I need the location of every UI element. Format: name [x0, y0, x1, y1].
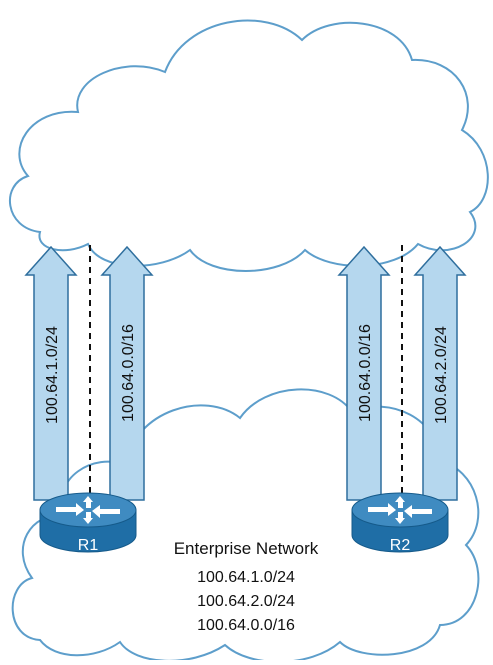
enterprise-prefix-3: 100.64.0.0/16 [197, 617, 295, 634]
enterprise-prefix-1: 100.64.1.0/24 [197, 569, 295, 586]
route-arrow-left-inner: 100.64.0.0/16 [100, 245, 154, 501]
enterprise-title: Enterprise Network [174, 539, 319, 558]
router-icon [39, 492, 137, 553]
router-icon [351, 492, 449, 553]
route-arrow-right-outer: 100.64.2.0/24 [413, 245, 467, 501]
router-r2: R2 [351, 492, 449, 554]
route-label-right-inner: 100.64.0.0/16 [357, 324, 374, 422]
router-r1-label: R1 [78, 537, 99, 554]
upstream-cloud-icon [8, 19, 489, 272]
route-label-left-outer: 100.64.1.0/24 [44, 326, 61, 424]
route-arrow-left-outer: 100.64.1.0/24 [24, 245, 78, 501]
route-label-left-inner: 100.64.0.0/16 [120, 324, 137, 422]
route-label-right-outer: 100.64.2.0/24 [433, 326, 450, 424]
enterprise-prefix-2: 100.64.2.0/24 [197, 593, 295, 610]
router-r2-label: R2 [390, 537, 411, 554]
route-arrow-right-inner: 100.64.0.0/16 [337, 245, 391, 501]
router-r1: R1 [39, 492, 137, 554]
